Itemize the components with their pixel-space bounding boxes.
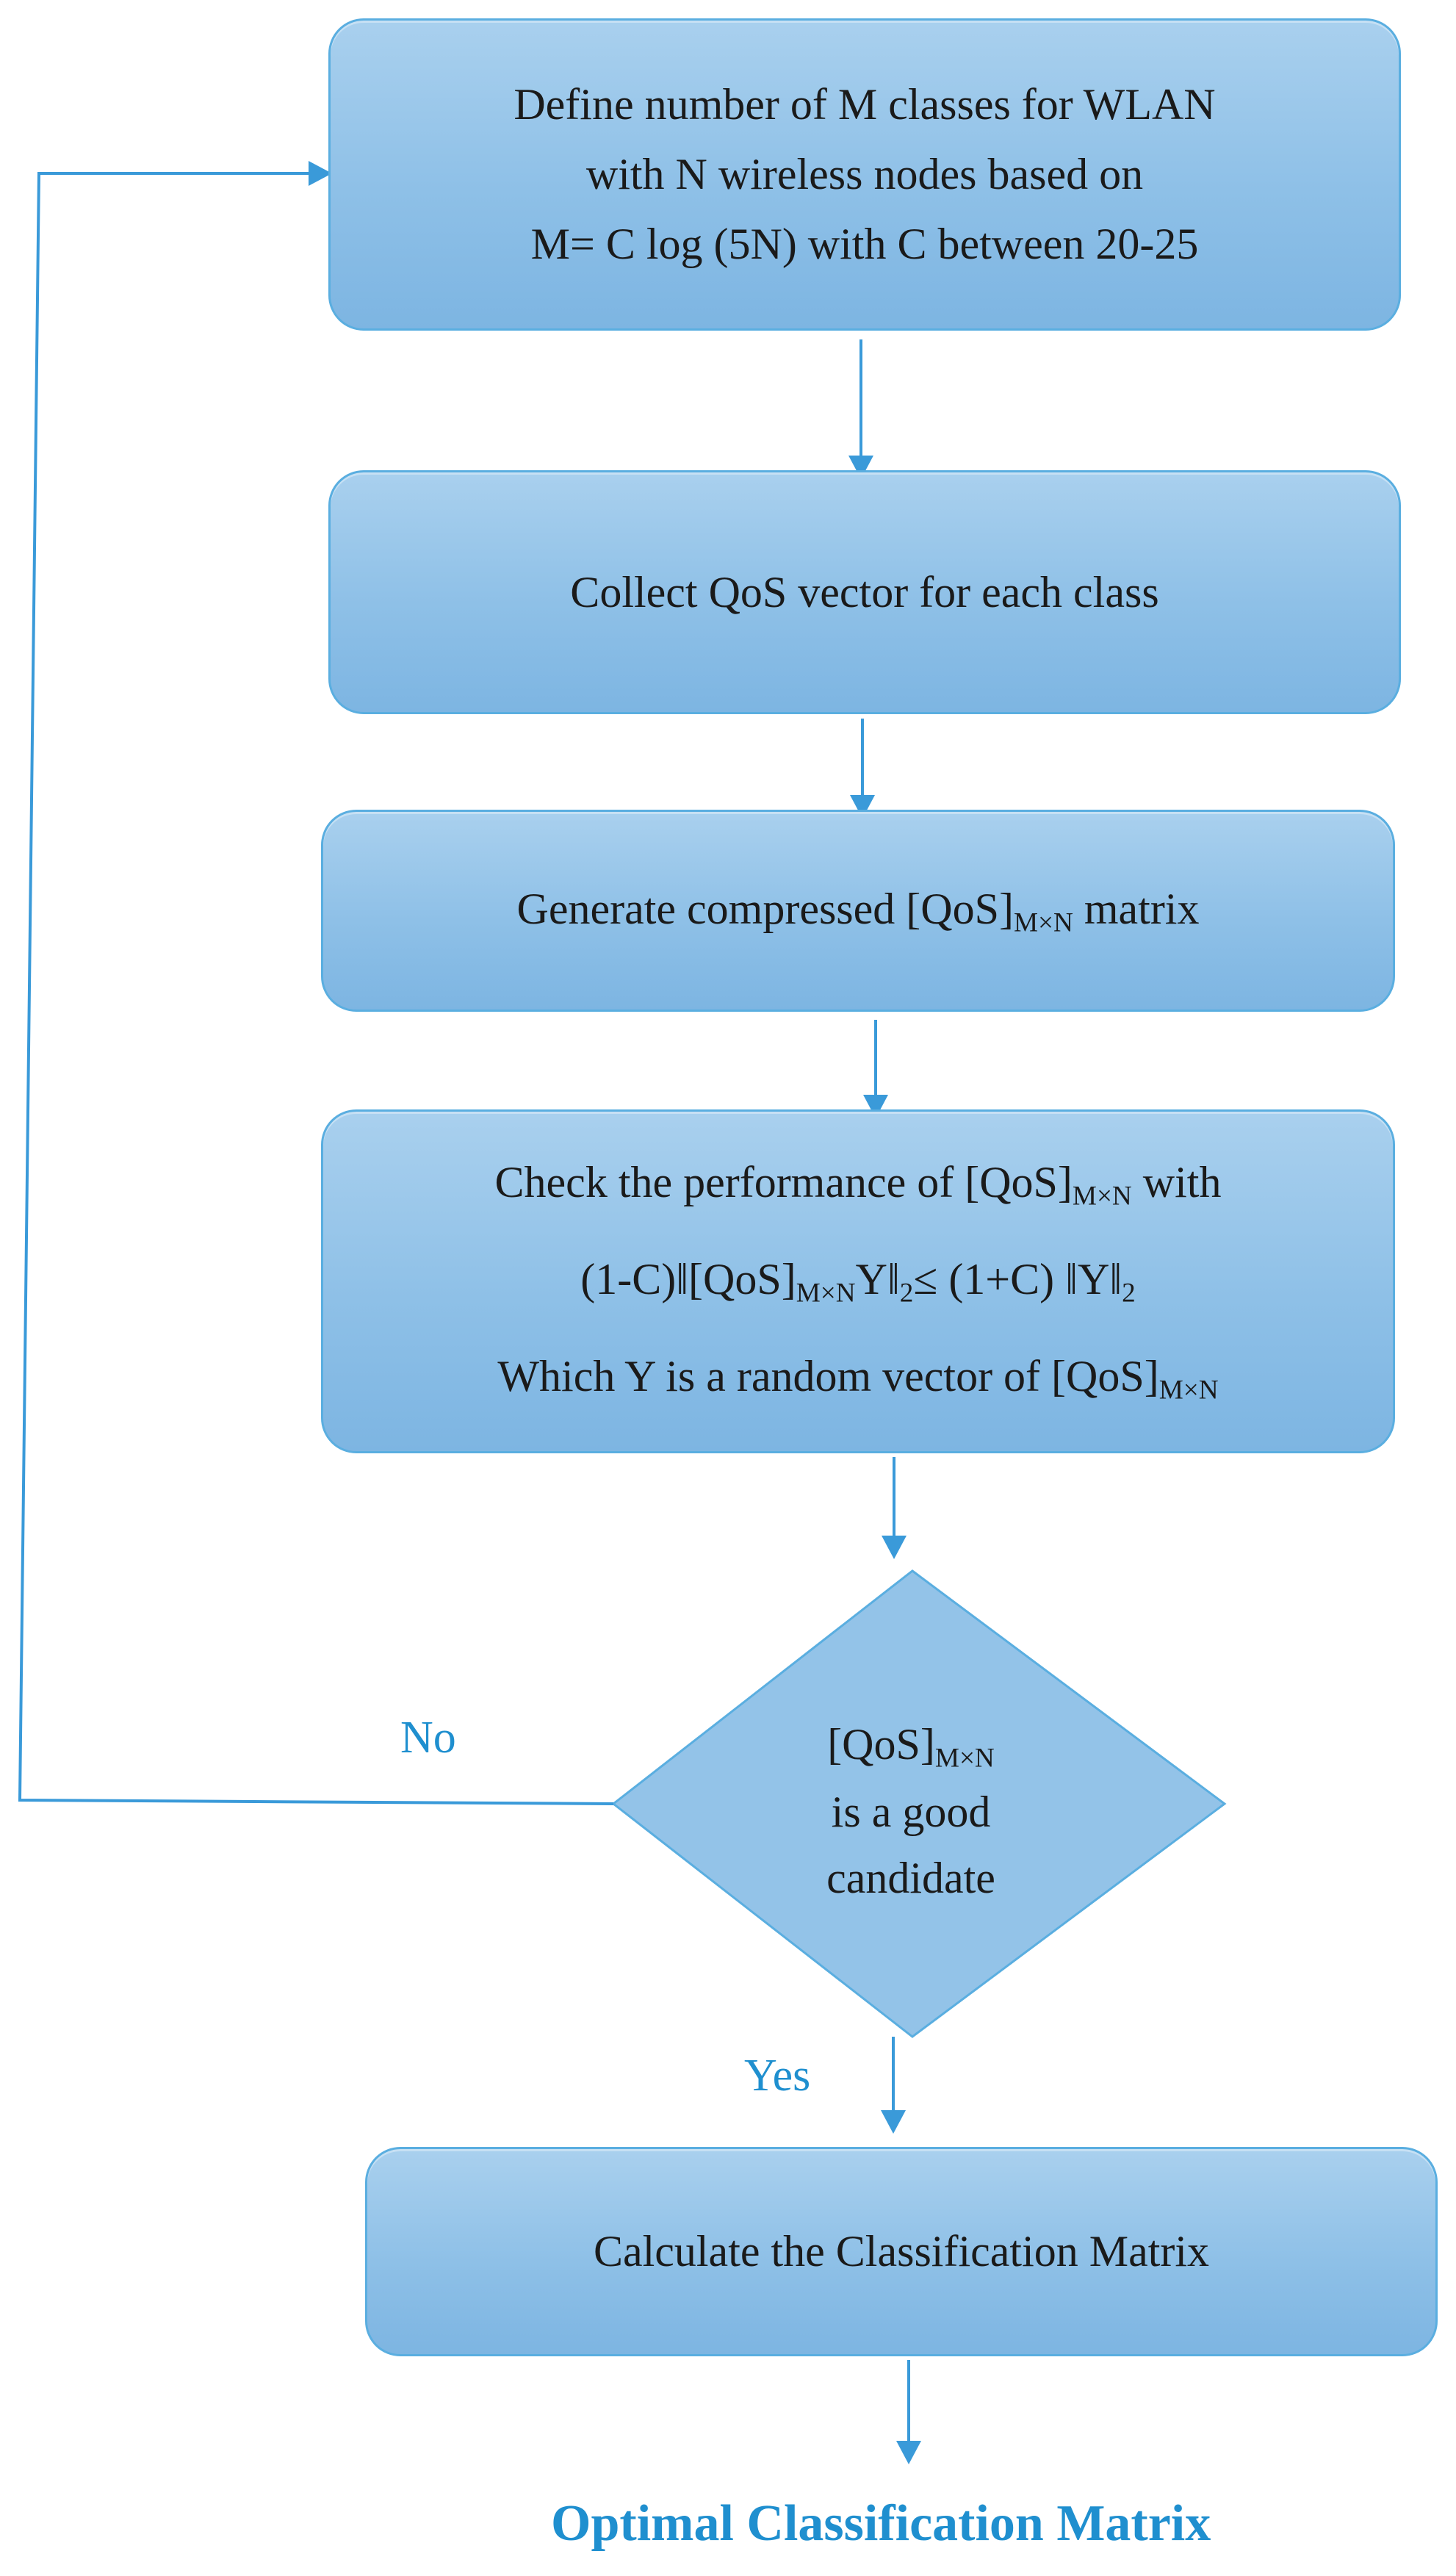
check-performance-box: Check the performance of [QoS]M×N with (… xyxy=(321,1109,1395,1453)
decision-diamond xyxy=(611,1569,1227,2038)
check-line-3: Which Y is a random vector of [QoS]M×N xyxy=(497,1351,1219,1406)
calculate-matrix-box: Calculate the Classification Matrix xyxy=(365,2147,1438,2356)
decision-line-1: [QoS]M×N xyxy=(827,1719,995,1774)
output-result-label: Optimal Classification Matrix xyxy=(551,2495,1211,2552)
collect-text: Collect QoS vector for each class xyxy=(570,567,1159,616)
define-line-1: Define number of M classes for WLAN xyxy=(513,80,1216,129)
generate-text: Generate compressed [QoS]M×N matrix xyxy=(516,884,1200,938)
arrow-define-to-collect xyxy=(848,339,873,479)
generate-matrix-box: Generate compressed [QoS]M×N matrix xyxy=(321,810,1395,1012)
arrow-generate-to-check xyxy=(863,1020,888,1118)
decision-text: [QoS]M×N is a good candidate xyxy=(771,1708,1050,1914)
decision-line-2: is a good xyxy=(831,1788,991,1837)
arrow-check-to-decision xyxy=(882,1457,907,1559)
arrow-calculate-to-output xyxy=(896,2360,921,2464)
define-line-3: M= C log (5N) with C between 20-25 xyxy=(530,220,1199,268)
define-line-2: with N wireless nodes based on xyxy=(585,150,1144,198)
arrow-collect-to-generate xyxy=(850,719,875,819)
no-branch-label: No xyxy=(400,1713,456,1763)
calculate-text: Calculate the Classification Matrix xyxy=(593,2227,1210,2275)
arrow-decision-to-calculate xyxy=(881,2037,906,2134)
decision-line-3: candidate xyxy=(826,1854,995,1903)
check-line-2: (1-C)‖[QoS]M×NY‖2≤ (1+C) ‖Y‖2 xyxy=(580,1255,1136,1309)
define-classes-box: Define number of M classes for WLAN with… xyxy=(328,18,1401,331)
collect-qos-box: Collect QoS vector for each class xyxy=(328,470,1401,714)
yes-branch-label: Yes xyxy=(744,2051,811,2101)
feedback-loop-no xyxy=(18,161,614,1805)
check-line-1: Check the performance of [QoS]M×N with xyxy=(494,1158,1222,1212)
